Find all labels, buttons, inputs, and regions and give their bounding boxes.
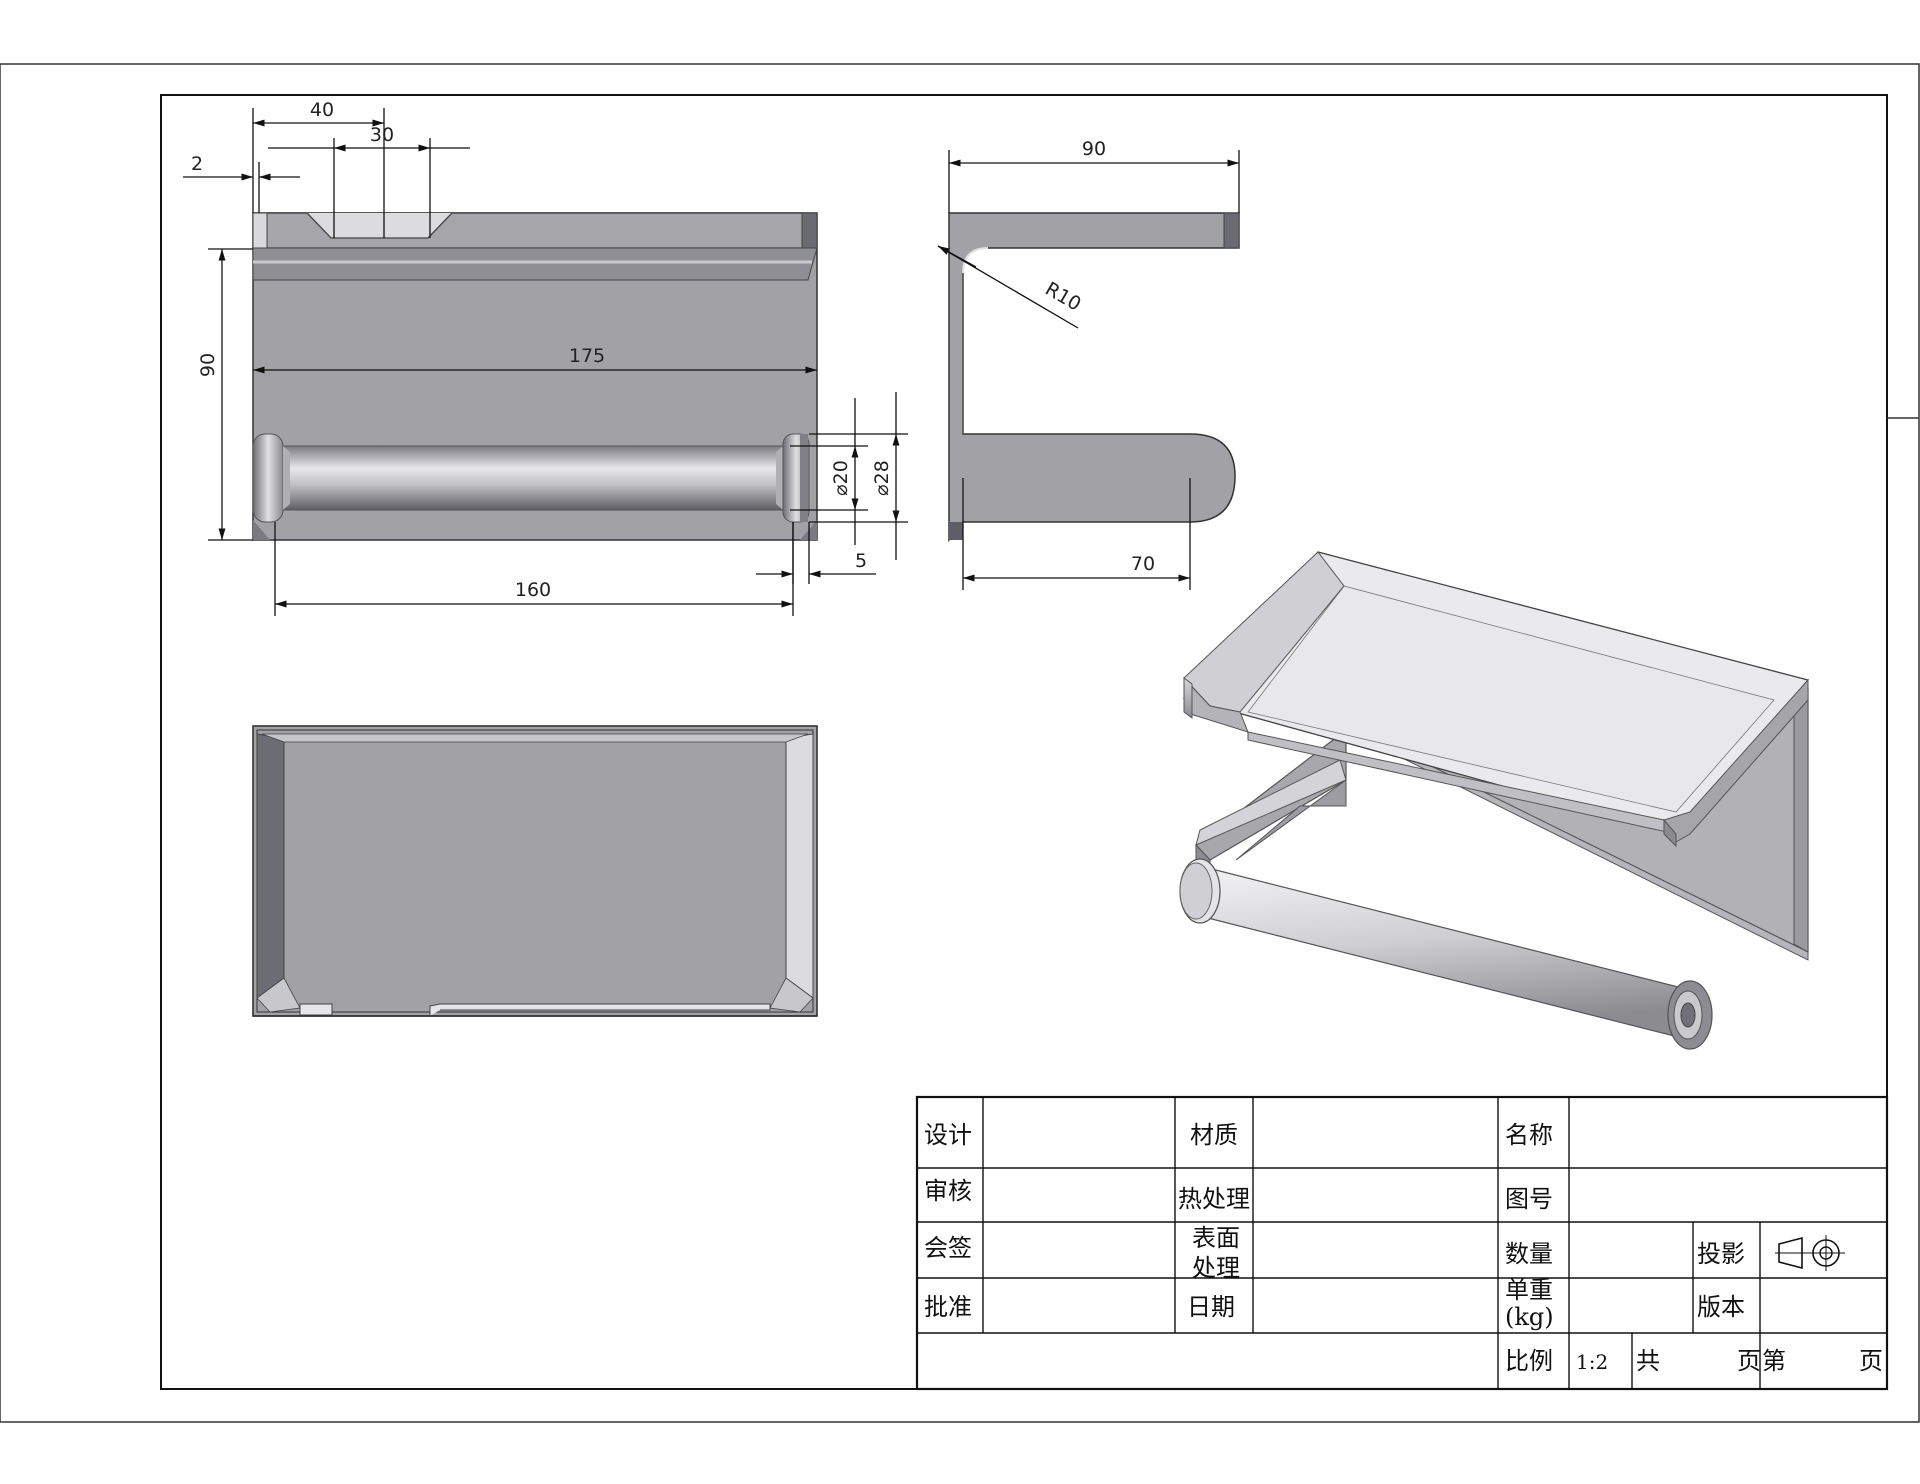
dim-diameter-28-label: ⌀28: [871, 460, 893, 496]
tb-drawing-no-label: 图号: [1505, 1185, 1553, 1213]
side-view-dimensions: 90 R10 70: [937, 138, 1240, 590]
dim-diameter-20-label: ⌀20: [830, 460, 852, 496]
tb-scale-label: 比例: [1505, 1347, 1553, 1375]
tb-page-unit-2: 页: [1859, 1347, 1883, 1375]
tb-scale-value: 1:2: [1576, 1350, 1608, 1374]
tb-total-pages-label: 共: [1636, 1347, 1660, 1375]
tb-unit-weight-line2: (kg): [1505, 1303, 1554, 1331]
side-dim-90-label: 90: [1082, 138, 1106, 160]
tb-unit-weight-line1: 单重: [1505, 1276, 1553, 1304]
tb-page-unit-1: 页: [1737, 1347, 1761, 1375]
tb-surface-line1: 表面: [1192, 1224, 1240, 1252]
top-view: [252, 725, 818, 1017]
tb-version-label: 版本: [1697, 1293, 1745, 1321]
side-view: [948, 212, 1240, 543]
tb-approve-label: 批准: [924, 1293, 972, 1321]
dim-5-label: 5: [855, 550, 867, 572]
front-view: [252, 212, 818, 541]
tb-design-label: 设计: [924, 1121, 972, 1149]
tb-countersign-label: 会签: [924, 1234, 972, 1262]
dim-30-label: 30: [370, 124, 394, 146]
side-dim-70-label: 70: [1131, 553, 1155, 575]
tb-date-label: 日期: [1187, 1293, 1235, 1321]
isometric-view: [1179, 551, 1810, 1050]
tb-page-label: 第: [1762, 1347, 1786, 1375]
front-view-dimensions: 40 30 2 90 175 160 ⌀20: [183, 99, 908, 616]
title-block: 设计 审核 会签 批准 材质 热处理 表面 处理 日期 名称 图号 数量 单重 …: [915, 1095, 1889, 1391]
tb-material-label: 材质: [1190, 1121, 1238, 1149]
dim-90-label: 90: [197, 353, 219, 377]
tb-quantity-label: 数量: [1505, 1240, 1553, 1268]
dim-2-label: 2: [191, 153, 203, 175]
tb-projection-label: 投影: [1697, 1240, 1745, 1268]
first-angle-projection-icon: [1775, 1235, 1845, 1271]
tb-surface-line2: 处理: [1192, 1254, 1240, 1282]
tb-name-label: 名称: [1505, 1121, 1553, 1149]
dim-160-label: 160: [515, 579, 551, 601]
tb-heat-treatment-label: 热处理: [1178, 1185, 1250, 1213]
tb-review-label: 审核: [924, 1177, 972, 1205]
dim-175-label: 175: [569, 345, 605, 367]
dim-40-label: 40: [310, 99, 334, 121]
